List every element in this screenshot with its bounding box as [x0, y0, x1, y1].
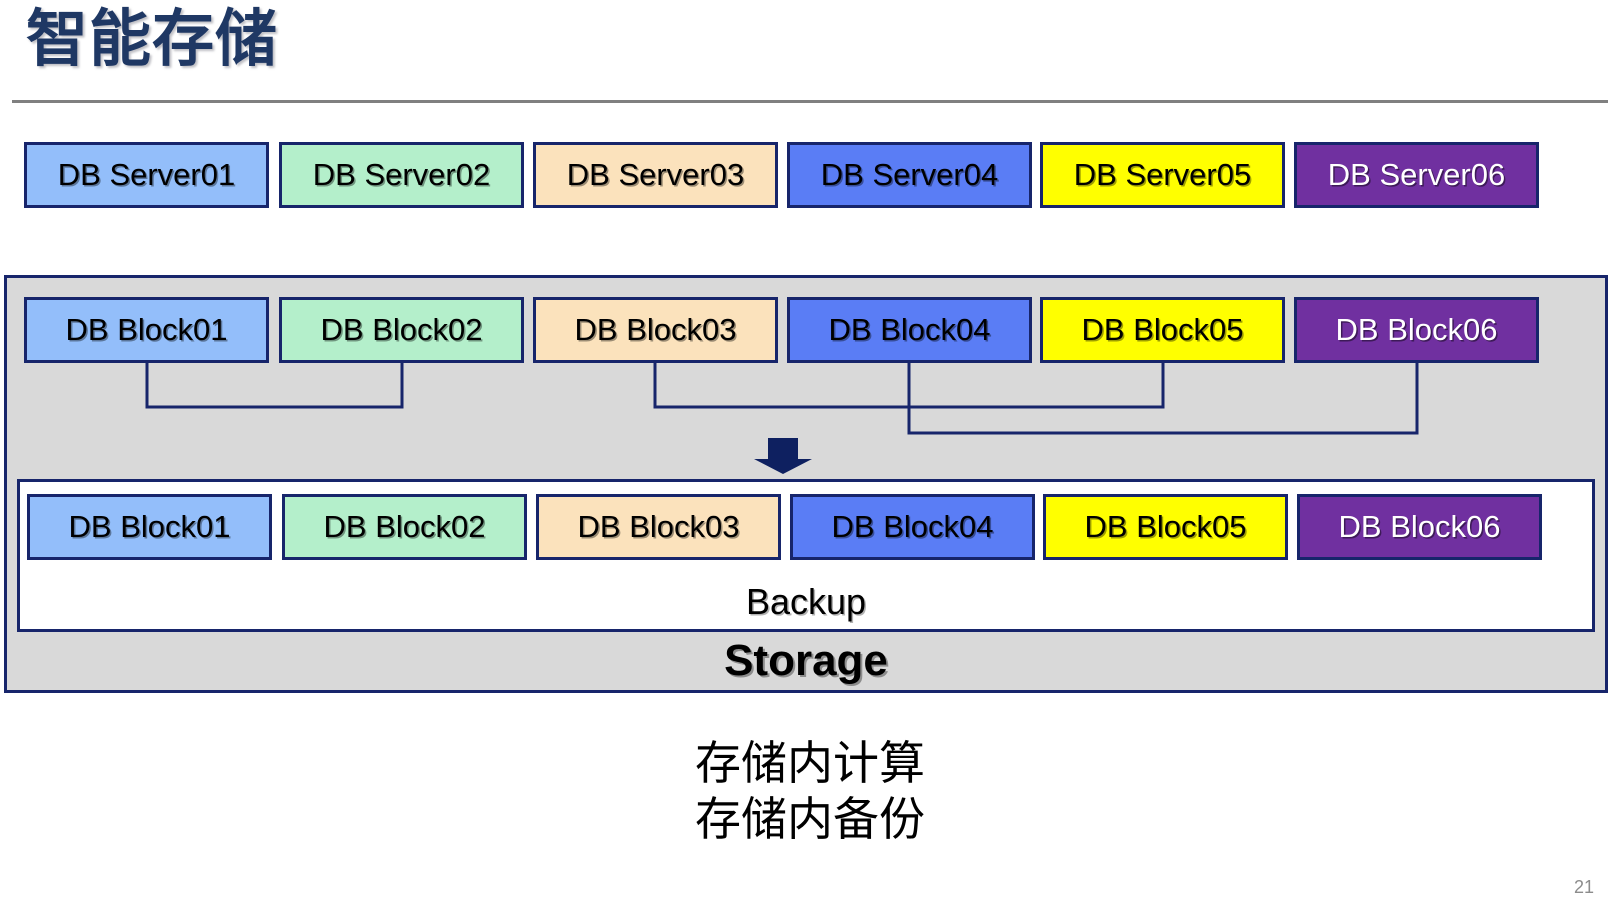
- connector-2: [653, 363, 1165, 409]
- connector-3: [907, 363, 1419, 435]
- db-block-backup-label: DB Block03: [577, 509, 740, 544]
- db-block-primary-1: DB Block01: [24, 297, 269, 363]
- db-server-box-label: DB Server02: [312, 157, 491, 192]
- db-block-primary-6: DB Block06: [1294, 297, 1539, 363]
- db-block-primary-label: DB Block01: [65, 312, 228, 347]
- db-block-primary-3: DB Block03: [533, 297, 778, 363]
- db-server-box-5: DB Server05: [1040, 142, 1285, 208]
- backup-panel: Backup DB Block01 DB Block02 DB Block03 DB …: [17, 479, 1595, 632]
- db-server-box-3: DB Server03: [533, 142, 778, 208]
- db-block-backup-2: DB Block02: [282, 494, 527, 560]
- db-block-primary-label: DB Block04: [828, 312, 991, 347]
- db-server-box-label: DB Server06: [1327, 157, 1506, 192]
- db-server-box-label: DB Server05: [1073, 157, 1252, 192]
- db-block-primary-2: DB Block02: [279, 297, 524, 363]
- caption-line-2: 存储内备份: [695, 793, 925, 846]
- down-arrow-icon: [754, 438, 812, 474]
- db-server-box-label: DB Server04: [820, 157, 999, 192]
- storage-label: Storage: [724, 635, 888, 685]
- caption-line-1: 存储内计算: [695, 737, 925, 789]
- title-divider: [12, 100, 1608, 103]
- db-server-box-6: DB Server06: [1294, 142, 1539, 208]
- db-block-primary-4: DB Block04: [787, 297, 1032, 363]
- db-server-box-label: DB Server01: [57, 157, 236, 192]
- db-block-backup-3: DB Block03: [536, 494, 781, 560]
- db-block-backup-label: DB Block04: [831, 509, 994, 544]
- page-number: 21: [1573, 877, 1594, 897]
- db-block-backup-label: DB Block01: [68, 509, 231, 544]
- db-block-primary-5: DB Block05: [1040, 297, 1285, 363]
- db-block-primary-label: DB Block06: [1335, 312, 1498, 347]
- db-block-primary-label: DB Block05: [1081, 312, 1244, 347]
- storage-container: Backup DB Block01 DB Block02 DB Block03 DB …: [4, 275, 1608, 693]
- db-block-backup-4: DB Block04: [790, 494, 1035, 560]
- db-server-box-label: DB Server03: [566, 157, 745, 192]
- page-title: 智能存储: [26, 5, 279, 74]
- db-block-primary-label: DB Block02: [320, 312, 483, 347]
- db-server-box-4: DB Server04: [787, 142, 1032, 208]
- db-server-box-2: DB Server02: [279, 142, 524, 208]
- db-block-backup-5: DB Block05: [1043, 494, 1288, 560]
- caption-block: 存储内计算存储内备份: [0, 735, 1620, 847]
- db-block-primary-label: DB Block03: [574, 312, 737, 347]
- db-block-backup-label: DB Block06: [1338, 509, 1501, 544]
- db-block-backup-1: DB Block01: [27, 494, 272, 560]
- connector-1: [145, 363, 404, 409]
- db-block-backup-label: DB Block02: [323, 509, 486, 544]
- backup-label: Backup: [745, 581, 867, 622]
- db-block-backup-label: DB Block05: [1084, 509, 1247, 544]
- db-server-box-1: DB Server01: [24, 142, 269, 208]
- db-block-backup-6: DB Block06: [1297, 494, 1542, 560]
